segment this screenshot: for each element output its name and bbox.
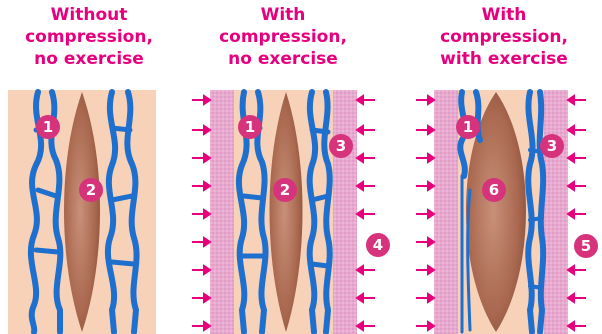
pressure-arrows-right [568,96,586,330]
marker-badge: 3 [329,134,353,158]
marker-number: 2 [86,181,96,199]
marker-badge: 1 [36,115,60,139]
marker-badge: 2 [79,178,103,202]
marker-badge: 1 [238,115,262,139]
panel-compression-with-exercise [416,90,586,334]
pressure-arrows-left [192,96,210,330]
marker-number: 5 [581,237,591,255]
compression-band-left [434,90,458,334]
vein [540,92,543,332]
marker-badge: 5 [574,234,598,258]
marker-badge: 2 [273,178,297,202]
panel-compression-no-exercise [192,90,375,334]
marker-number: 4 [373,236,383,254]
marker-number: 2 [280,181,290,199]
compression-band-left [210,90,234,334]
marker-number: 3 [547,137,557,155]
vein [528,92,532,332]
marker-badge: 3 [540,134,564,158]
compression-band-right [333,90,357,334]
marker-number: 1 [245,118,255,136]
panel-no-compression [8,90,156,334]
pressure-arrows-right [357,96,375,330]
marker-badge: 4 [366,233,390,257]
marker-badge: 6 [482,178,506,202]
marker-number: 1 [463,118,473,136]
marker-number: 1 [43,118,53,136]
pressure-arrows-left [416,96,434,330]
marker-badge: 1 [456,115,480,139]
marker-number: 6 [489,181,499,199]
marker-number: 3 [336,137,346,155]
compression-band-right [544,90,568,334]
